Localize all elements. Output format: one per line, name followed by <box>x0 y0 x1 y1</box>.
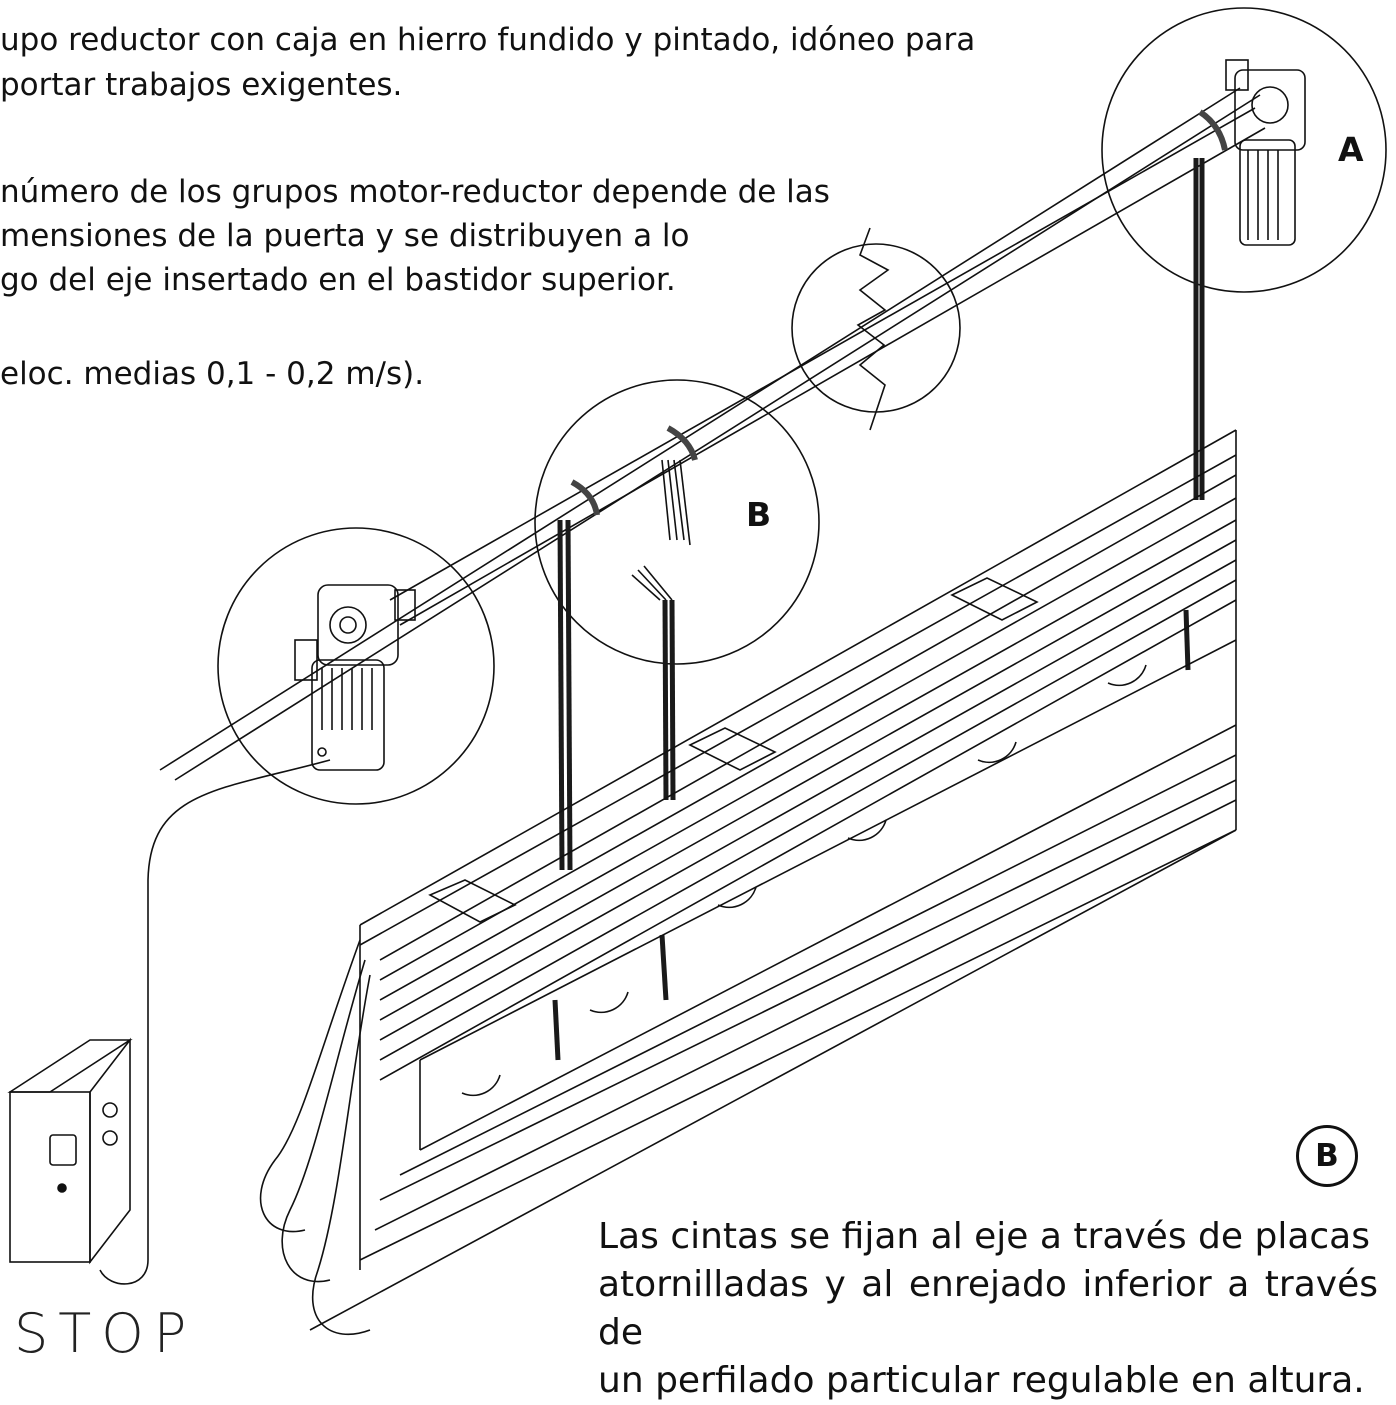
detail-circle-a <box>1101 7 1387 293</box>
motor-circle <box>217 527 495 805</box>
detail-circle-b <box>534 379 820 665</box>
intro-line-2: portar trabajos exigentes. <box>0 67 403 103</box>
callout-b-label: B <box>746 495 772 534</box>
detail-b-badge: B <box>1296 1125 1358 1187</box>
intro-text: upo reductor con caja en hierro fundido … <box>0 18 1130 108</box>
callout-a-label: A <box>1338 130 1364 169</box>
para2-line-1: número de los grupos motor-reductor depe… <box>0 174 830 210</box>
bottom-line-2: atornilladas y al enrejado inferior a tr… <box>598 1264 1378 1353</box>
intro-line-1: upo reductor con caja en hierro fundido … <box>0 22 976 58</box>
stop-label: STOP <box>14 1302 197 1365</box>
bottom-line-1: Las cintas se fijan al eje a través de p… <box>598 1216 1370 1257</box>
bottom-line-3: un perfilado particular regulable en alt… <box>598 1360 1365 1401</box>
motor-distribution-text: número de los grupos motor-reductor depe… <box>0 170 830 302</box>
web-holes <box>461 664 1147 1097</box>
speed-text: eloc. medias 0,1 - 0,2 m/s). <box>0 356 425 392</box>
control-box <box>7 1037 133 1265</box>
break-symbol <box>791 227 961 431</box>
door-diagram <box>7 7 1387 1336</box>
bottom-frame <box>359 429 1237 1270</box>
power-cable <box>99 759 331 1285</box>
clamp-plates <box>428 577 1039 923</box>
upper-shaft <box>159 87 1266 781</box>
curtain-folds <box>259 829 1237 1336</box>
para2-line-2: mensiones de la puerta y se distribuyen … <box>0 218 690 254</box>
para2-line-3: go del eje insertado en el bastidor supe… <box>0 262 676 298</box>
strap-description: Las cintas se fijan al eje a través de p… <box>598 1213 1378 1405</box>
